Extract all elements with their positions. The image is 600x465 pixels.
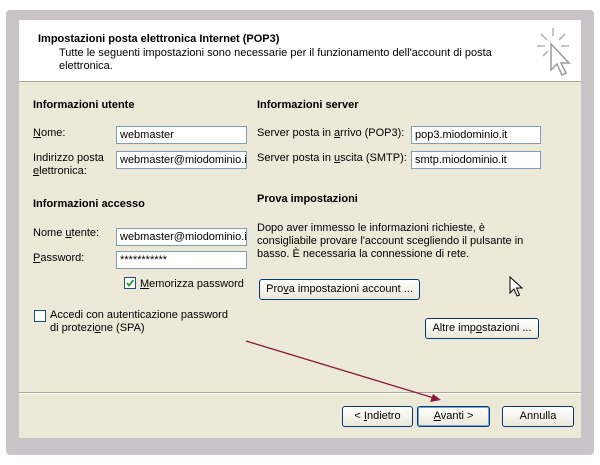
spa-checkbox[interactable] (34, 310, 46, 322)
login-info-heading: Informazioni accesso (33, 198, 145, 210)
incoming-server-label: Server posta in arrivo (POP3): (257, 127, 405, 139)
cancel-button[interactable]: Annulla (502, 406, 574, 427)
password-label: Password: (33, 252, 85, 264)
account-settings-dialog: Impostazioni posta elettronica Internet … (19, 20, 581, 438)
dialog-header: Impostazioni posta elettronica Internet … (19, 20, 581, 82)
server-info-heading: Informazioni server (257, 99, 359, 111)
incoming-server-input[interactable]: pop3.miodominio.it (411, 126, 541, 144)
name-input[interactable]: webmaster (116, 126, 247, 144)
footer-divider (19, 392, 581, 394)
outgoing-server-label: Server posta in uscita (SMTP): (257, 152, 407, 164)
password-input[interactable]: *********** (116, 251, 247, 269)
email-input[interactable]: webmaster@miodominio.it (116, 151, 247, 169)
header-subtitle: Tutte le seguenti impostazioni sono nece… (59, 47, 492, 72)
test-account-button[interactable]: Prova impostazioni account ... (259, 279, 420, 300)
more-settings-button[interactable]: Altre impostazioni ... (425, 318, 539, 339)
remember-password-checkbox[interactable] (124, 277, 136, 289)
name-label: Nome: (33, 127, 66, 139)
outgoing-server-input[interactable]: smtp.miodominio.it (411, 151, 541, 169)
username-label: Nome utente: (33, 227, 100, 239)
check-mark-icon (126, 279, 135, 287)
next-button[interactable]: Avanti > (417, 406, 490, 427)
header-title: Impostazioni posta elettronica Internet … (38, 33, 280, 45)
test-settings-heading: Prova impostazioni (257, 193, 358, 205)
mouse-pointer-icon (509, 276, 523, 297)
remember-password-label: Memorizza password (140, 278, 244, 290)
username-input[interactable]: webmaster@miodominio.it (116, 228, 247, 246)
wizard-cursor-icon (537, 28, 571, 77)
user-info-heading: Informazioni utente (33, 99, 135, 111)
back-button[interactable]: < Indietro (342, 406, 413, 427)
test-settings-description: Dopo aver immesso le informazioni richie… (257, 222, 524, 260)
